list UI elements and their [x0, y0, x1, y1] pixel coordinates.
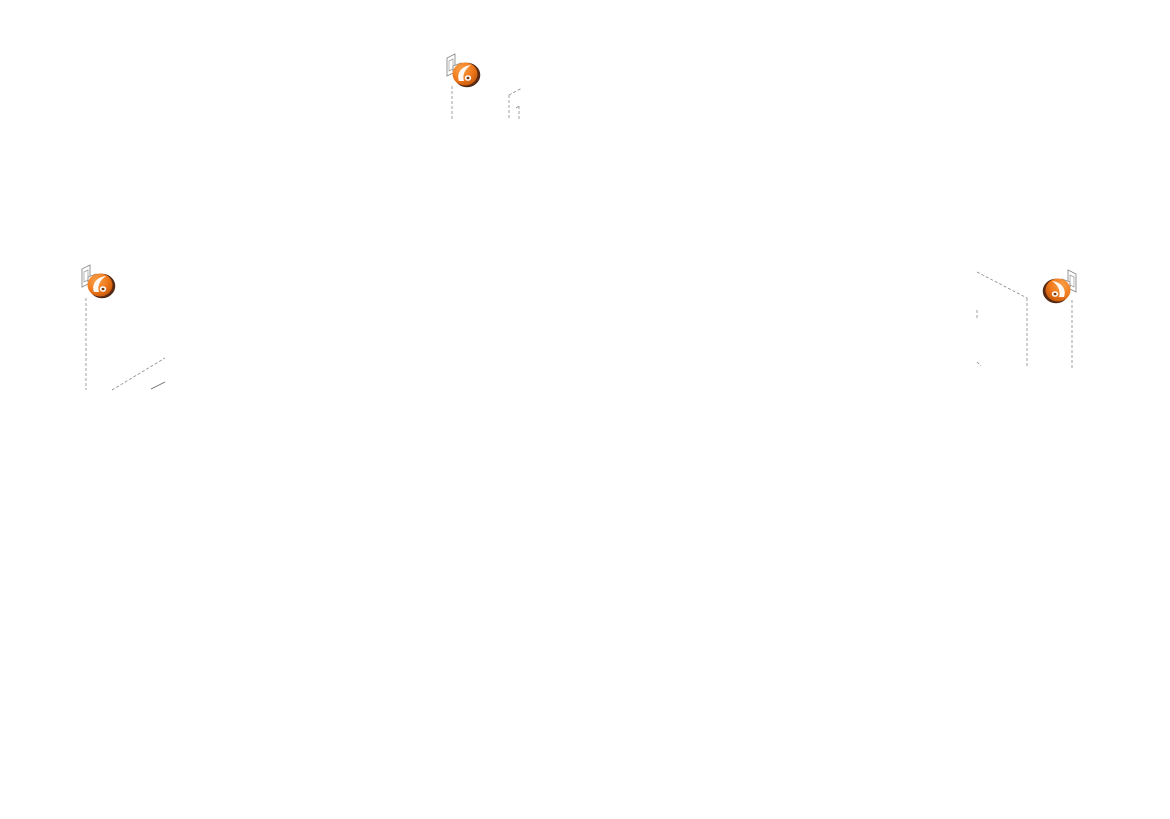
sensor-left-guides [85, 298, 166, 391]
speaker-dome-icon [1042, 269, 1077, 304]
sensor-top-center [446, 53, 481, 88]
sensor-right-guides [976, 271, 1073, 368]
speaker-dome-icon [81, 264, 116, 299]
speaker-dome-icon [446, 53, 481, 88]
sensor-top-center-guides [451, 86, 523, 120]
sensor-left [81, 264, 116, 299]
sensor-right [1042, 269, 1077, 304]
